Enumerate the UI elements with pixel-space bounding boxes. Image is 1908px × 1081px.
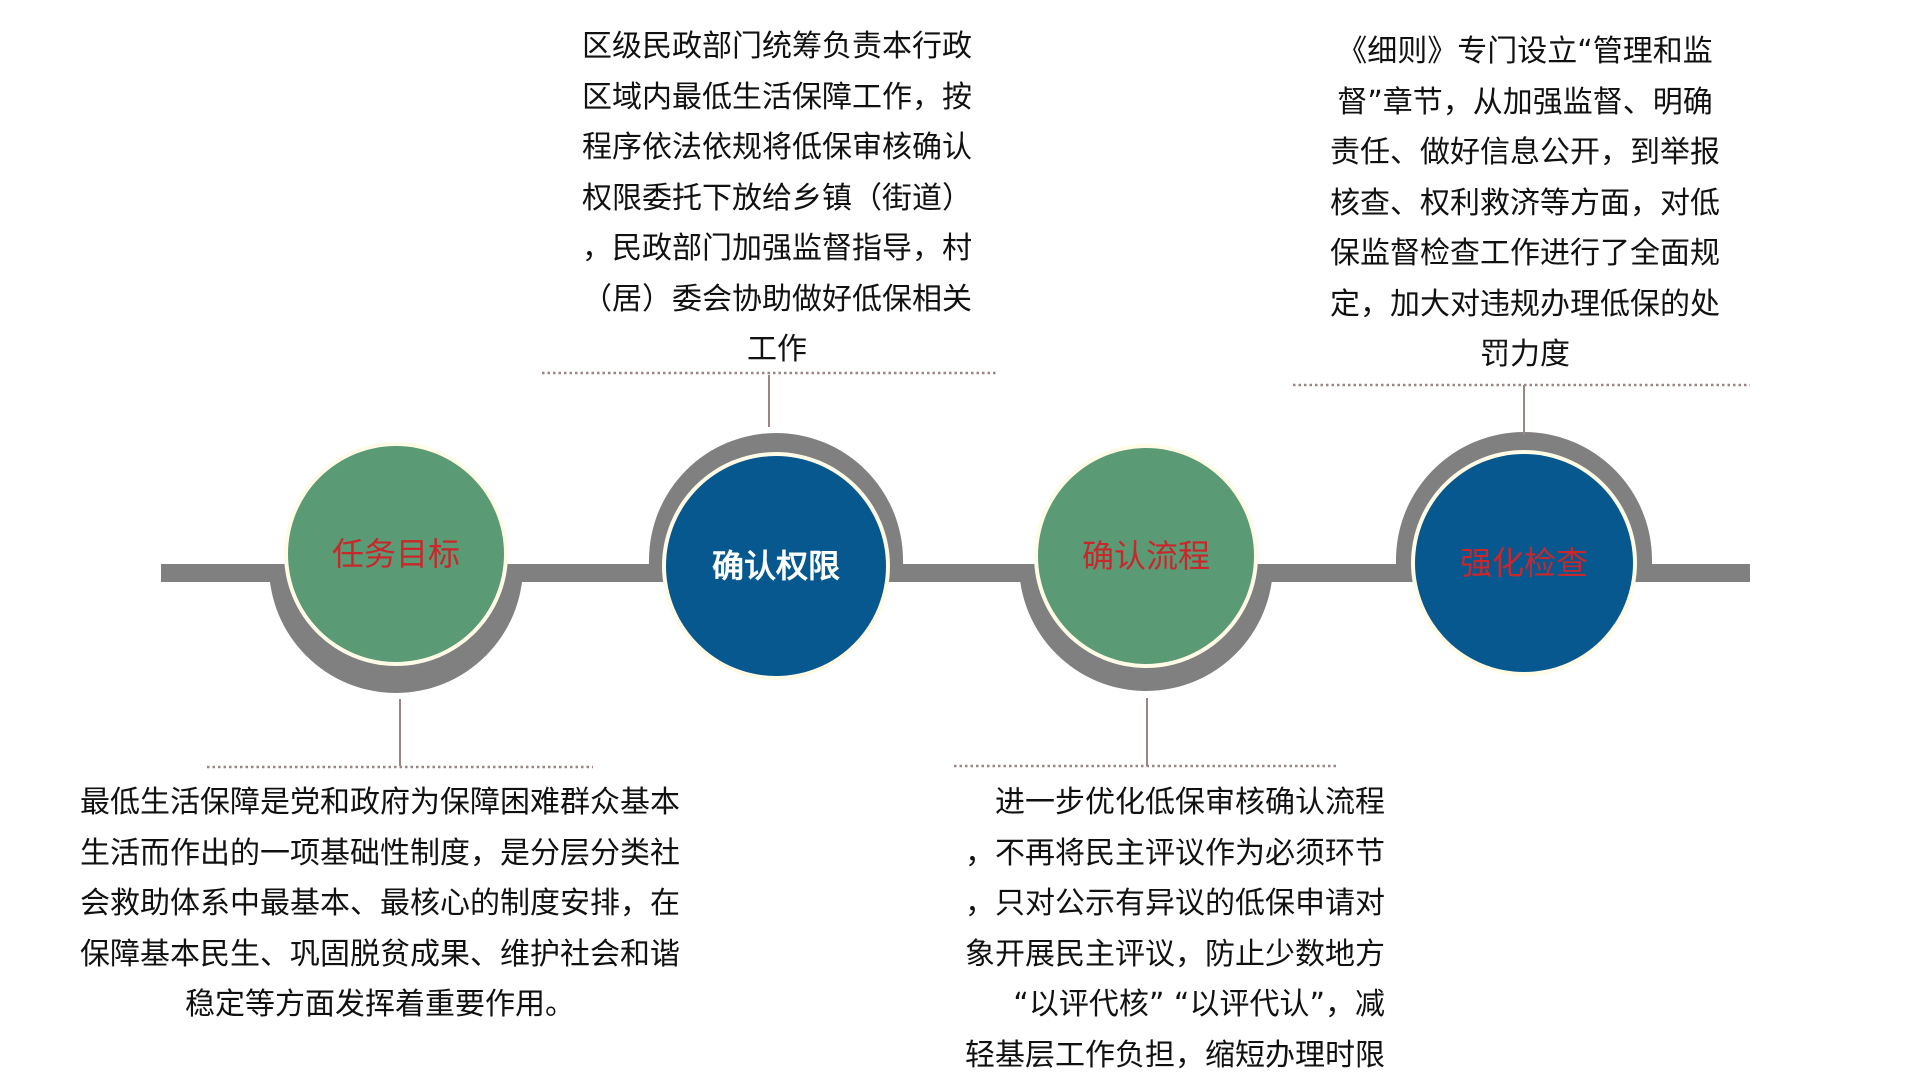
description-line: 保监督检查工作进行了全面规 bbox=[1305, 229, 1745, 280]
description-line: 程序依法依规将低保审核确认 bbox=[557, 123, 997, 174]
description-line: 会救助体系中最基本、最核心的制度安排，在 bbox=[40, 879, 720, 930]
description-line: 责任、做好信息公开，到举报 bbox=[1305, 128, 1745, 179]
description-line: 保障基本民生、巩固脱贫成果、维护社会和谐 bbox=[40, 930, 720, 981]
description-line: 稳定等方面发挥着重要作用。 bbox=[40, 980, 720, 1031]
description-line: 工作 bbox=[557, 325, 997, 376]
step-2-description: 区级民政部门统筹负责本行政区域内最低生活保障工作，按程序依法依规将低保审核确认权… bbox=[557, 22, 997, 376]
step-4-description: 《细则》专门设立“管理和监督”章节，从加强监督、明确责任、做好信息公开，到举报核… bbox=[1305, 27, 1745, 381]
description-line: 权限委托下放给乡镇（街道） bbox=[557, 174, 997, 225]
description-line: “以评代核” “以评代认”，减 bbox=[915, 980, 1385, 1031]
description-line: ，不再将民主评议作为必须环节 bbox=[915, 829, 1385, 880]
description-line: （居）委会协助做好低保相关 bbox=[557, 275, 997, 326]
description-line: 定，加大对违规办理低保的处 bbox=[1305, 280, 1745, 331]
step-3-description: 进一步优化低保审核确认流程，不再将民主评议作为必须环节，只对公示有异议的低保申请… bbox=[915, 778, 1385, 1081]
step-4-label: 强化检查 bbox=[1460, 544, 1588, 582]
description-line: ，只对公示有异议的低保申请对 bbox=[915, 879, 1385, 930]
description-line: 区级民政部门统筹负责本行政 bbox=[557, 22, 997, 73]
step-3-label: 确认流程 bbox=[1082, 537, 1210, 575]
description-line: 最低生活保障是党和政府为保障困难群众基本 bbox=[40, 778, 720, 829]
description-line: 罚力度 bbox=[1305, 330, 1745, 381]
description-line: 生活而作出的一项基础性制度，是分层分类社 bbox=[40, 829, 720, 880]
description-line: 督”章节，从加强监督、明确 bbox=[1305, 78, 1745, 129]
description-line: 区域内最低生活保障工作，按 bbox=[557, 73, 997, 124]
description-line: 核查、权利救济等方面，对低 bbox=[1305, 179, 1745, 230]
step-1-description: 最低生活保障是党和政府为保障困难群众基本生活而作出的一项基础性制度，是分层分类社… bbox=[40, 778, 720, 1031]
description-line: 进一步优化低保审核确认流程 bbox=[915, 778, 1385, 829]
step-1-label: 任务目标 bbox=[332, 535, 460, 573]
description-line: 轻基层工作负担，缩短办理时限 bbox=[915, 1031, 1385, 1081]
description-line: ，民政部门加强监督指导，村 bbox=[557, 224, 997, 275]
description-line: 《细则》专门设立“管理和监 bbox=[1305, 27, 1745, 78]
description-line: 象开展民主评议，防止少数地方 bbox=[915, 930, 1385, 981]
step-2-label: 确认权限 bbox=[712, 547, 840, 585]
